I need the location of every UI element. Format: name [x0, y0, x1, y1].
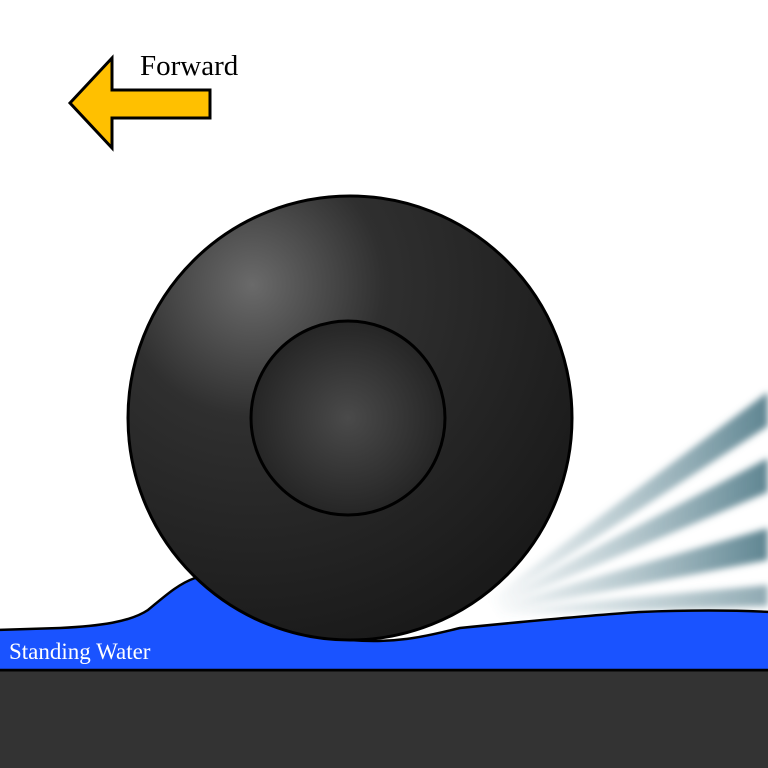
tire: [126, 194, 574, 642]
water-spray: [490, 392, 768, 616]
standing-water-label: Standing Water: [9, 639, 151, 664]
wheel-hub: [249, 319, 447, 517]
standing-water: [0, 576, 768, 672]
left-arrow-icon: [67, 54, 212, 152]
forward-label: Forward: [140, 50, 239, 82]
road-surface: [0, 668, 768, 768]
